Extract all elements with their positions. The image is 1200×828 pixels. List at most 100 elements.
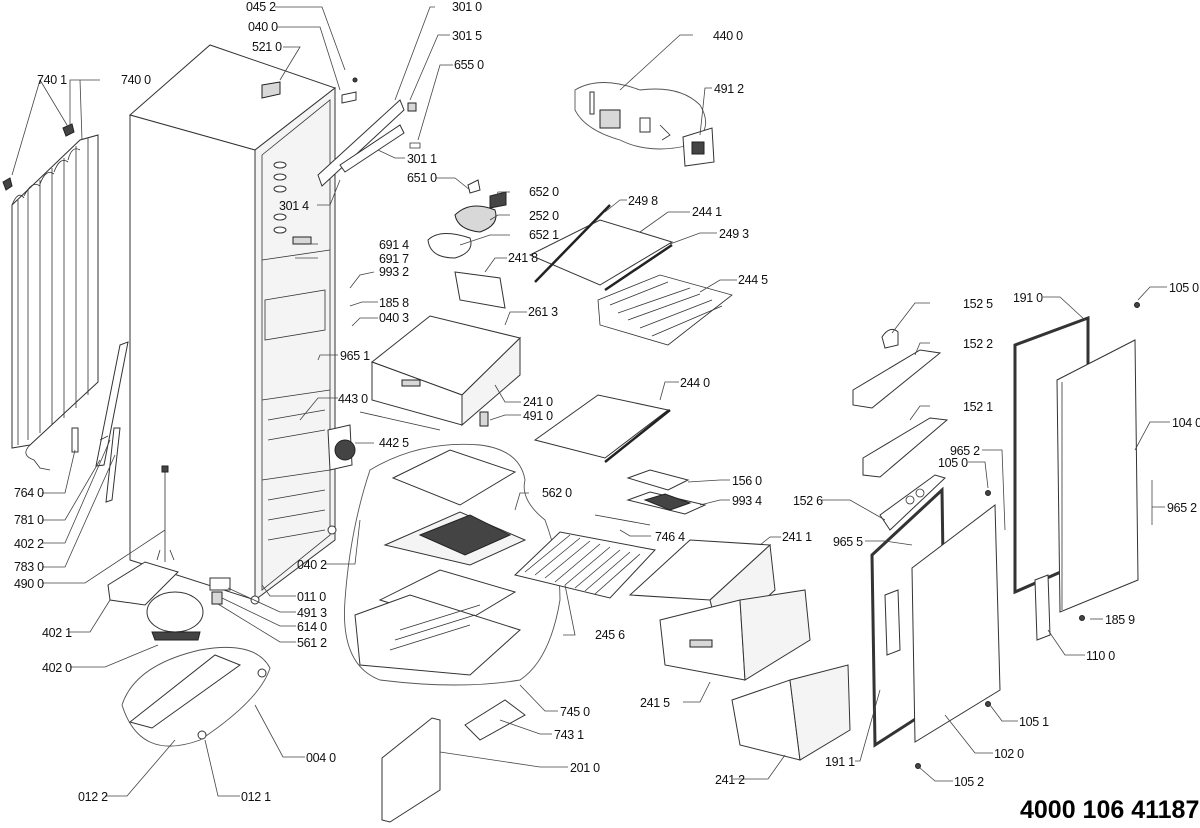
hinge-plate-521-0 bbox=[261, 81, 281, 99]
label-241-2: 241 2 bbox=[715, 773, 745, 787]
label-764-0: 764 0 bbox=[14, 486, 44, 500]
label-781-0: 781 0 bbox=[14, 513, 44, 527]
fan-assembly-440-0 bbox=[574, 82, 707, 150]
condenser-740-0 bbox=[11, 134, 99, 471]
condenser-clip-740-1 bbox=[2, 123, 75, 191]
label-241-8: 241 8 bbox=[508, 251, 538, 265]
label-241-5: 241 5 bbox=[640, 696, 670, 710]
label-301-5: 301 5 bbox=[452, 29, 482, 43]
label-040-0: 040 0 bbox=[248, 20, 278, 34]
label-156-0: 156 0 bbox=[732, 474, 762, 488]
label-110-0: 110 0 bbox=[1086, 649, 1115, 663]
label-561-2: 561 2 bbox=[297, 636, 327, 650]
compressor-402-0 bbox=[146, 591, 204, 641]
label-652-1: 652 1 bbox=[529, 228, 559, 242]
base-group-004-0 bbox=[121, 646, 271, 747]
label-249-3: 249 3 bbox=[719, 227, 749, 241]
label-740-0: 740 0 bbox=[121, 73, 151, 87]
label-104-0: 104 0 bbox=[1172, 416, 1200, 430]
label-783-0: 783 0 bbox=[14, 560, 44, 574]
label-965-2-a: 965 2 bbox=[950, 444, 980, 458]
label-191-1: 191 1 bbox=[825, 755, 855, 769]
label-004-0: 004 0 bbox=[306, 751, 336, 765]
label-491-0: 491 0 bbox=[523, 409, 553, 423]
label-402-1: 402 1 bbox=[42, 626, 72, 640]
label-245-6: 245 6 bbox=[595, 628, 625, 642]
label-105-1: 105 1 bbox=[1019, 715, 1049, 729]
glass-shelf-244-1 bbox=[528, 204, 674, 292]
drawer-241-5 bbox=[659, 589, 811, 681]
label-651-0: 651 0 bbox=[407, 171, 437, 185]
label-244-1: 244 1 bbox=[692, 205, 722, 219]
balcony-152-2 bbox=[852, 349, 942, 409]
label-152-2: 152 2 bbox=[963, 337, 993, 351]
label-490-0: 490 0 bbox=[14, 577, 44, 591]
relay-box bbox=[209, 577, 231, 605]
label-105-0-b: 105 0 bbox=[1169, 281, 1199, 295]
label-521-0: 521 0 bbox=[252, 40, 282, 54]
label-743-1: 743 1 bbox=[554, 728, 584, 742]
air-vents bbox=[273, 161, 287, 234]
clip-491-0 bbox=[479, 411, 489, 427]
label-691-4: 691 4 bbox=[379, 238, 409, 252]
tray-402-1 bbox=[107, 561, 179, 606]
label-993-4: 993 4 bbox=[732, 494, 762, 508]
label-965-2-b: 965 2 bbox=[1167, 501, 1197, 515]
label-993-2: 993 2 bbox=[379, 265, 409, 279]
back-cover-201-0 bbox=[381, 717, 441, 823]
label-012-2: 012 2 bbox=[78, 790, 108, 804]
label-614-0: 614 0 bbox=[297, 620, 327, 634]
label-012-1: 012 1 bbox=[241, 790, 271, 804]
door-102-0 bbox=[911, 504, 1001, 743]
hinge-110-0 bbox=[1034, 574, 1051, 641]
label-105-0-a: 105 0 bbox=[938, 456, 968, 470]
label-443-0: 443 0 bbox=[338, 392, 368, 406]
label-249-8: 249 8 bbox=[628, 194, 658, 208]
label-045-2: 045 2 bbox=[246, 0, 276, 14]
wire-rack-244-5 bbox=[597, 274, 733, 346]
label-244-0: 244 0 bbox=[680, 376, 710, 390]
label-244-5: 244 5 bbox=[738, 273, 768, 287]
label-185-9: 185 9 bbox=[1105, 613, 1135, 627]
label-252-0: 252 0 bbox=[529, 209, 559, 223]
label-691-7: 691 7 bbox=[379, 252, 409, 266]
label-491-2: 491 2 bbox=[714, 82, 744, 96]
label-745-0: 745 0 bbox=[560, 705, 590, 719]
label-152-6: 152 6 bbox=[793, 494, 823, 508]
label-191-0: 191 0 bbox=[1013, 291, 1043, 305]
label-491-3: 491 3 bbox=[297, 606, 327, 620]
drawer-241-0 bbox=[370, 315, 521, 427]
door-104-0 bbox=[1056, 339, 1139, 613]
ice-tray-156-0 bbox=[626, 469, 690, 491]
label-740-1: 740 1 bbox=[37, 73, 67, 87]
label-562-0: 562 0 bbox=[542, 486, 572, 500]
lamp-parts bbox=[427, 179, 507, 259]
label-402-2: 402 2 bbox=[14, 537, 44, 551]
label-655-0: 655 0 bbox=[454, 58, 484, 72]
label-261-3: 261 3 bbox=[528, 305, 558, 319]
label-105-2: 105 2 bbox=[954, 775, 984, 789]
label-442-5: 442 5 bbox=[379, 436, 409, 450]
vent-743-1 bbox=[464, 699, 526, 741]
label-746-4: 746 4 bbox=[655, 530, 685, 544]
glass-shelf-244-0 bbox=[533, 394, 671, 463]
light-cover-691-4 bbox=[292, 236, 312, 245]
label-241-0: 241 0 bbox=[523, 395, 553, 409]
label-102-0: 102 0 bbox=[994, 747, 1024, 761]
label-152-1: 152 1 bbox=[963, 400, 993, 414]
wire-shelf-245-6 bbox=[513, 514, 656, 599]
label-201-0: 201 0 bbox=[570, 761, 600, 775]
evaporator-group-562-0 bbox=[344, 443, 561, 686]
balcony-152-1 bbox=[862, 417, 949, 478]
drain-tubes bbox=[71, 341, 129, 503]
label-301-4: 301 4 bbox=[279, 199, 309, 213]
label-440-0: 440 0 bbox=[713, 29, 743, 43]
cabinet bbox=[128, 44, 337, 605]
label-301-1: 301 1 bbox=[407, 152, 437, 166]
label-301-0: 301 0 bbox=[452, 0, 482, 14]
label-011-0: 011 0 bbox=[297, 590, 326, 604]
power-cord-490-0 bbox=[156, 465, 175, 562]
label-040-3: 040 3 bbox=[379, 311, 409, 325]
control-panel-301-0 bbox=[317, 77, 421, 187]
